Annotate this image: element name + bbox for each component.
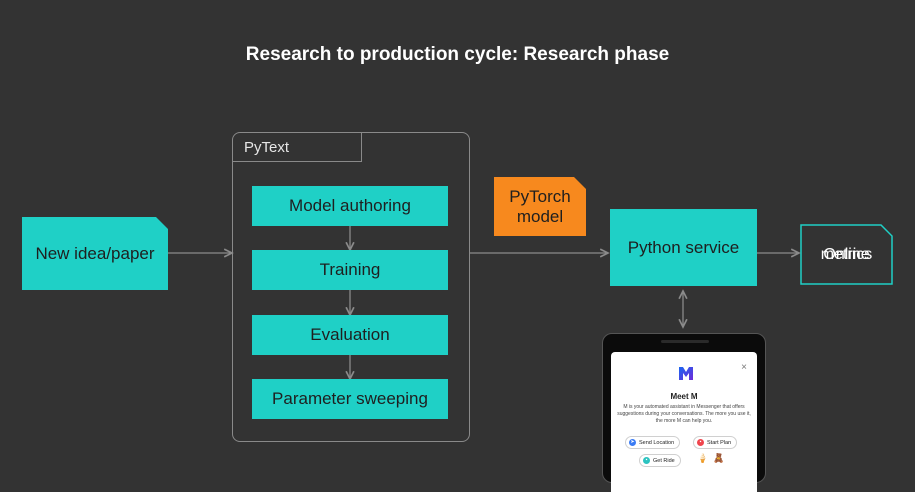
node-new-idea-label: New idea/paper (35, 243, 155, 263)
node-python-service: Python service (610, 209, 757, 286)
sticker-character-icon[interactable]: 🧸 (713, 453, 725, 463)
start-plan-label: Start Plan (707, 439, 732, 446)
location-arrow-icon: ➤ (629, 439, 636, 446)
node-model-authoring: Model authoring (252, 186, 448, 226)
node-pytorch-model-line1: PyTorch (509, 186, 571, 206)
node-online-metrics: Online metrics (800, 224, 893, 285)
node-parameter-sweeping-label: Parameter sweeping (272, 389, 428, 408)
node-pytorch-model: PyTorch model (494, 177, 586, 236)
send-location-label: Send Location (639, 439, 675, 446)
messenger-m-logo-icon (679, 367, 693, 380)
node-evaluation-label: Evaluation (310, 325, 390, 344)
phone-description: M is your automated assistant in Messeng… (617, 404, 751, 424)
phone-heading: Meet M (670, 392, 698, 401)
get-ride-label: Get Ride (653, 457, 675, 464)
phone-mockup: × Meet M M is your automated assistant i… (602, 333, 766, 492)
car-icon: ▪ (643, 457, 650, 464)
pytext-container (232, 132, 470, 442)
node-model-authoring-label: Model authoring (289, 196, 411, 215)
node-python-service-label: Python service (627, 237, 740, 257)
send-location-chip[interactable]: ➤ Send Location (625, 436, 681, 449)
connector-layer (168, 226, 915, 476)
node-pytorch-model-line2: model (516, 206, 564, 226)
start-plan-chip[interactable]: ▪ Start Plan (693, 436, 738, 449)
close-icon[interactable]: × (741, 362, 747, 373)
phone-speaker (661, 340, 709, 343)
node-new-idea: New idea/paper (22, 217, 168, 290)
node-online-metrics-line2: metrics (820, 245, 873, 263)
get-ride-chip[interactable]: ▪ Get Ride (639, 454, 681, 467)
node-online-metrics-border (800, 224, 893, 285)
pytext-label: PyText (232, 132, 362, 162)
diagram-title: Research to production cycle: Research p… (245, 44, 670, 65)
calendar-icon: ▪ (697, 439, 704, 446)
sticker-icon[interactable]: 🍦 (697, 453, 709, 463)
node-online-metrics-line1: Online (823, 245, 870, 263)
node-training-label: Training (319, 260, 381, 279)
node-evaluation: Evaluation (252, 315, 448, 355)
node-parameter-sweeping: Parameter sweeping (252, 379, 448, 419)
node-training: Training (252, 250, 448, 290)
phone-screen: × Meet M M is your automated assistant i… (611, 352, 757, 492)
